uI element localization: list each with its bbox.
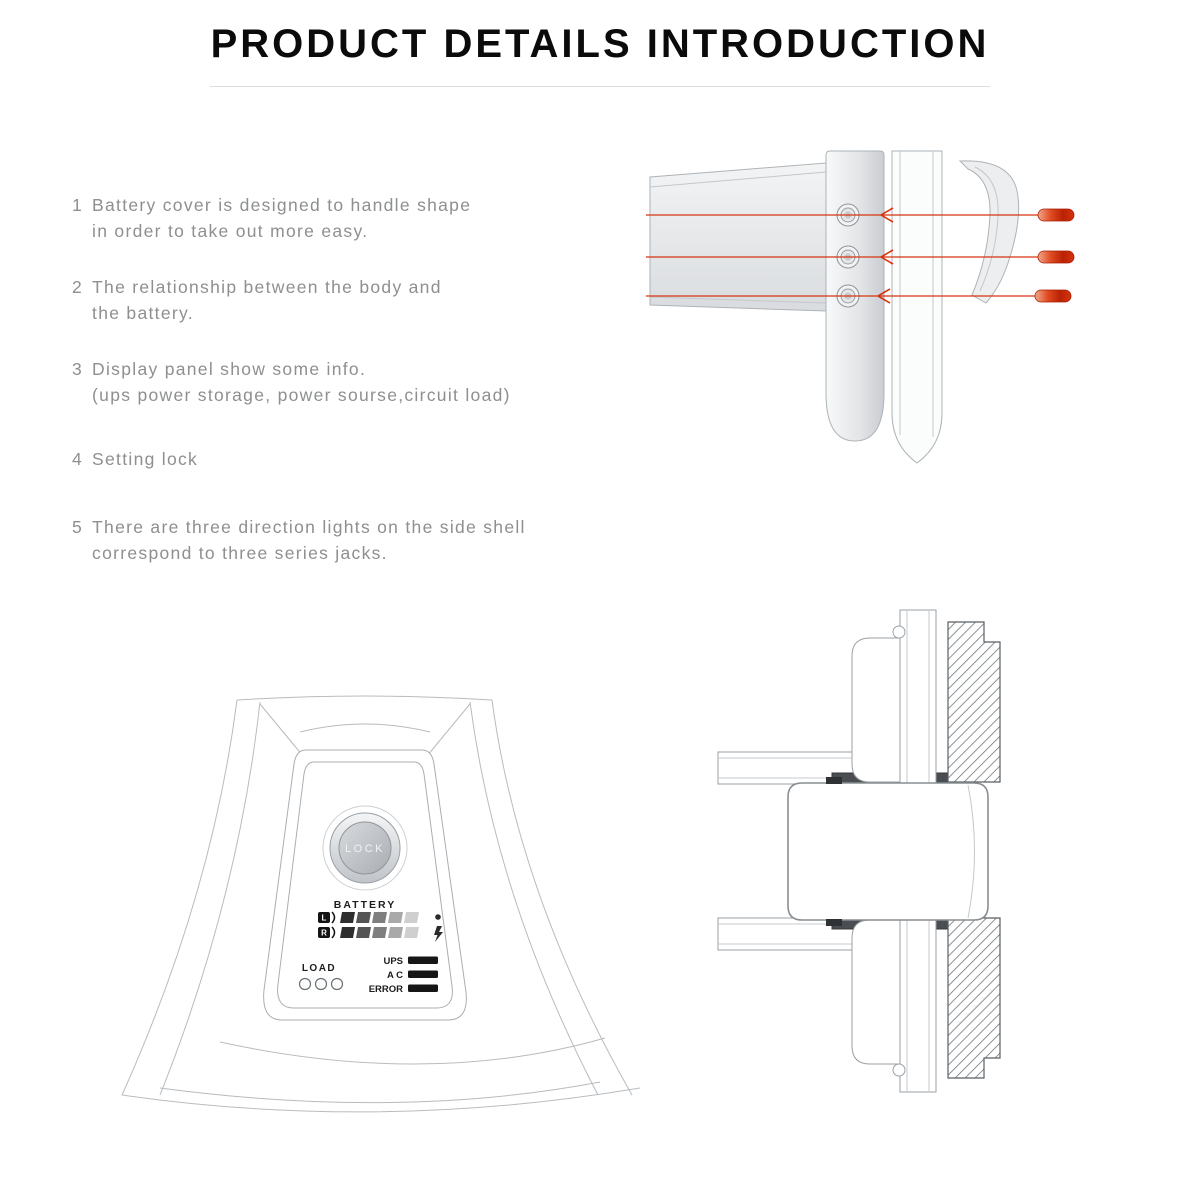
direction-light-callouts	[646, 207, 1040, 304]
lightning-icon	[434, 926, 443, 942]
led-indicator	[1037, 250, 1075, 264]
battery-contact-bottom	[826, 919, 842, 926]
feature-number: 5	[72, 517, 84, 537]
led-indicator	[1034, 289, 1072, 303]
feature-text-line: correspond to three series jacks.	[92, 543, 388, 563]
feature-text-line: the battery.	[92, 303, 194, 323]
ac-label: A C	[387, 970, 403, 981]
left-channel-label: L	[322, 914, 327, 923]
feature-item-3: 3 Display panel show some info. (ups pow…	[72, 356, 572, 408]
control-panel-face	[263, 749, 467, 1021]
feature-number: 1	[72, 195, 84, 215]
right-channel-label: R	[321, 929, 327, 938]
feature-item-5: 5 There are three direction lights on th…	[72, 514, 572, 566]
error-label: ERROR	[369, 984, 403, 995]
device-front-silhouette	[121, 695, 641, 1113]
ups-indicator-bar	[408, 956, 438, 964]
load-indicator: LOAD	[298, 963, 344, 991]
red-arrow-icon	[876, 288, 891, 304]
feature-item-4: 4 Setting lock	[72, 446, 572, 472]
page-title: PRODUCT DETAILS INTRODUCTION	[210, 22, 990, 66]
battery-bar-right	[340, 927, 419, 938]
red-arrow-icon	[879, 207, 894, 223]
device-side-body	[649, 150, 1020, 464]
display-panel-illustration: LOCK BATTERY L R LOAD	[121, 695, 641, 1113]
feature-text-line: (ups power storage, power sourse,circuit…	[92, 385, 511, 405]
battery-contact-top	[826, 777, 842, 784]
battery-indicator: BATTERY L R	[318, 899, 443, 942]
error-indicator-bar	[408, 984, 438, 992]
battery-label: BATTERY	[334, 899, 396, 911]
led-indicators	[1034, 208, 1075, 303]
feature-number: 2	[72, 277, 84, 297]
shell-hatched-sections	[947, 621, 1001, 1079]
power-dot-icon	[435, 914, 441, 920]
load-label: LOAD	[302, 963, 336, 974]
ups-label: UPS	[383, 956, 403, 967]
ac-indicator-bar	[408, 970, 438, 978]
feature-number: 3	[72, 359, 84, 379]
load-indicator-dots	[298, 977, 344, 991]
feature-text-line: Setting lock	[92, 449, 199, 469]
battery-pack	[787, 777, 989, 926]
lock-button-label: LOCK	[345, 843, 385, 855]
red-arrow-icon	[879, 249, 894, 265]
feature-text-line: There are three direction lights on the …	[92, 517, 526, 537]
feature-text-line: Display panel show some info.	[92, 359, 367, 379]
title-divider	[210, 86, 990, 87]
feature-number: 4	[72, 449, 84, 469]
handle-lobes	[851, 637, 901, 1065]
feature-text-line: The relationship between the body and	[92, 277, 442, 297]
cross-section-illustration	[717, 609, 1001, 1093]
status-indicators: UPS A C ERROR	[369, 956, 438, 995]
led-indicator	[1037, 208, 1075, 222]
feature-text-line: Battery cover is designed to handle shap…	[92, 195, 472, 215]
lock-button: LOCK	[322, 805, 408, 891]
battery-bar-left	[340, 912, 419, 923]
jack-ports	[836, 203, 860, 308]
feature-item-1: 1 Battery cover is designed to handle sh…	[72, 192, 572, 244]
side-view-illustration	[646, 150, 1075, 464]
feature-text-line: in order to take out more easy.	[92, 221, 369, 241]
feature-item-2: 2 The relationship between the body and …	[72, 274, 572, 326]
